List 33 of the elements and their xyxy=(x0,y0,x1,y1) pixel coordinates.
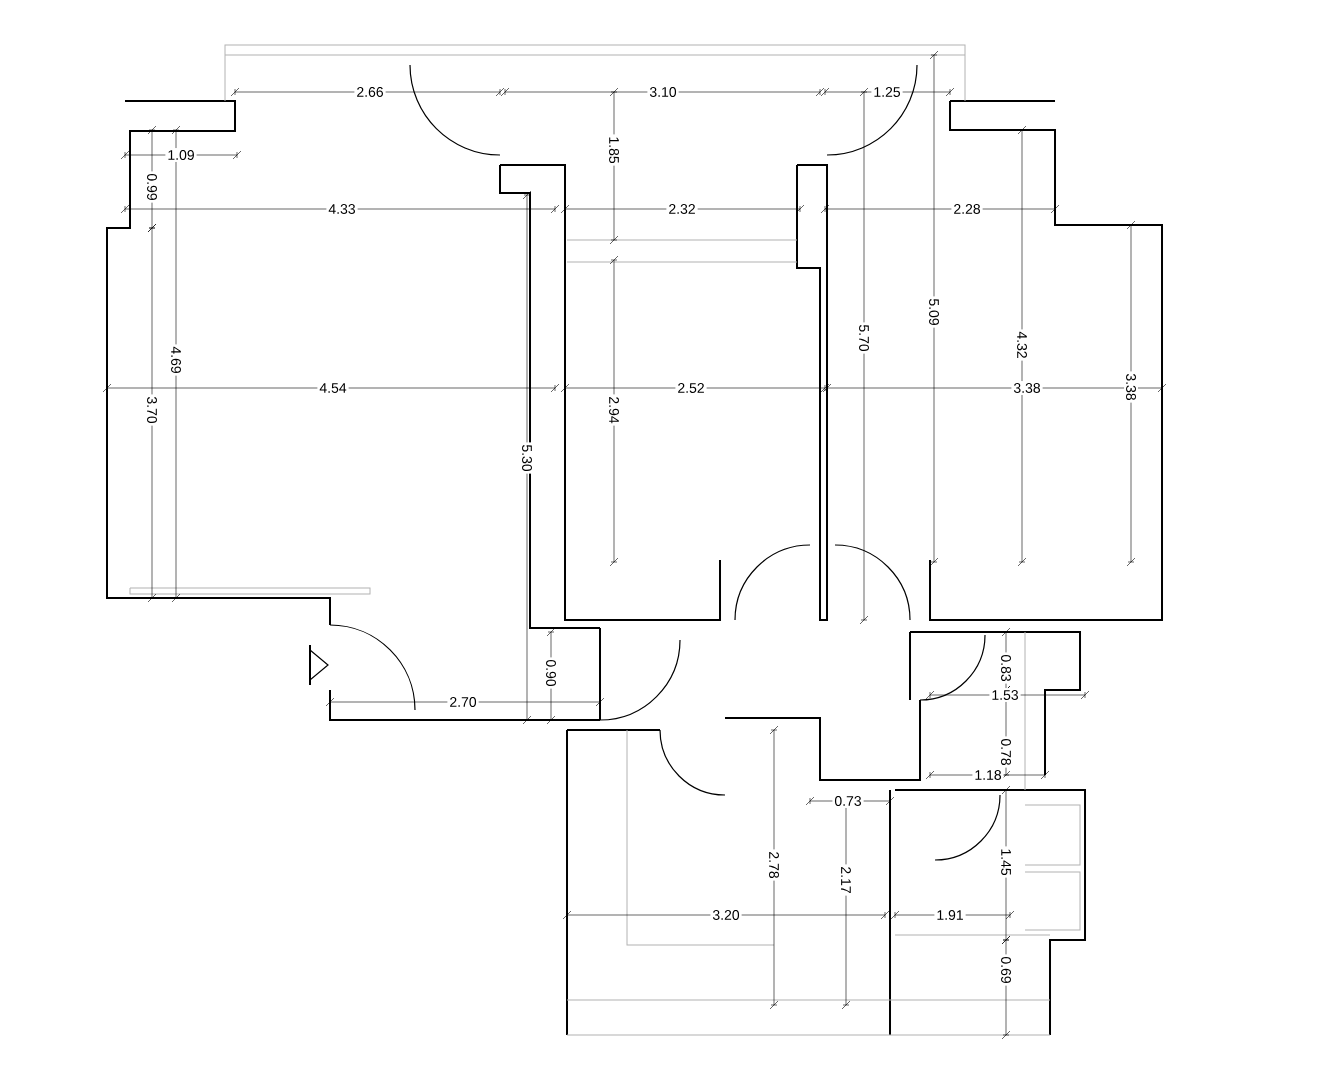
dimension-label: 3.70 xyxy=(145,394,159,426)
dimension-label: 1.09 xyxy=(165,148,197,162)
dimension-label: 3.10 xyxy=(647,85,679,99)
dimension-label: 0.90 xyxy=(544,657,558,689)
dimension-label: 4.69 xyxy=(169,344,183,376)
dimension-label: 3.38 xyxy=(1011,381,1043,395)
dimension-label: 2.66 xyxy=(354,85,386,99)
dimension-label: 4.33 xyxy=(326,202,358,216)
dimension-label: 2.17 xyxy=(839,864,853,896)
dimension-label: 1.18 xyxy=(972,768,1004,782)
dimension-label: 1.91 xyxy=(934,908,966,922)
dimension-label: 0.73 xyxy=(832,794,864,808)
dimension-label: 2.70 xyxy=(447,695,479,709)
dimension-label: 2.28 xyxy=(951,202,983,216)
dimension-label: 0.83 xyxy=(999,652,1013,684)
dimension-label: 1.45 xyxy=(999,846,1013,878)
dimension-label: 2.94 xyxy=(607,394,621,426)
dimension-label: 2.78 xyxy=(767,849,781,881)
dimension-label: 4.54 xyxy=(317,381,349,395)
dimension-label: 1.53 xyxy=(989,688,1021,702)
dimension-label: 0.69 xyxy=(999,954,1013,986)
dimension-label: 3.20 xyxy=(710,908,742,922)
dimension-label: 5.09 xyxy=(927,296,941,328)
dimension-label: 2.52 xyxy=(675,381,707,395)
dimension-label: 1.85 xyxy=(607,134,621,166)
dimension-label: 5.70 xyxy=(857,322,871,354)
dimension-label: 3.38 xyxy=(1124,371,1138,403)
dimension-label: 0.78 xyxy=(999,736,1013,768)
dimension-label: 1.25 xyxy=(871,85,903,99)
dimension-label: 0.99 xyxy=(145,171,159,203)
dimension-label: 4.32 xyxy=(1015,329,1029,361)
dimension-label: 2.32 xyxy=(666,202,698,216)
dimension-label: 5.30 xyxy=(520,442,534,474)
